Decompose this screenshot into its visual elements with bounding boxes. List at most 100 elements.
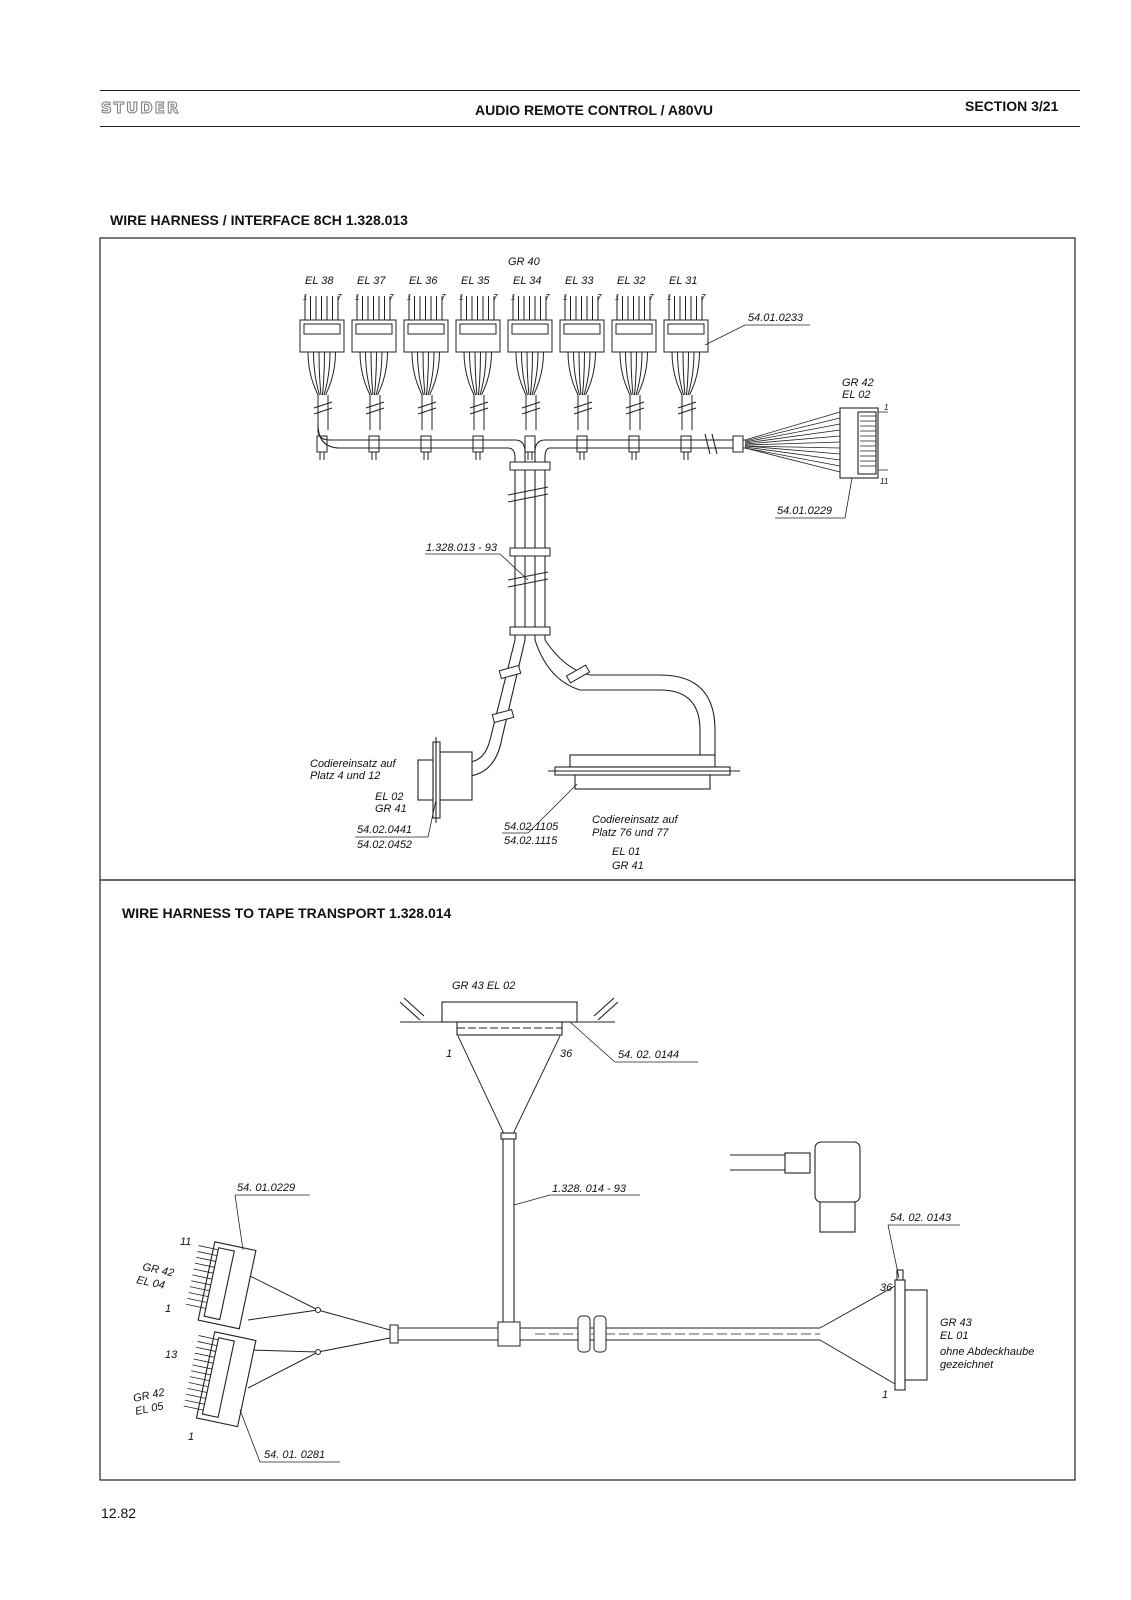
top-part: 54. 02. 0144 [618,1049,679,1061]
connector-label: EL 32 [617,275,646,287]
top-fanout [457,1035,561,1137]
connector-label: EL 37 [357,275,386,287]
diagram2-title: WIRE HARNESS TO TAPE TRANSPORT 1.328.014 [122,905,452,921]
pin-first-label: 1 [511,293,515,302]
connector-label: EL 33 [565,275,594,287]
main-cable-clamps [389,1315,607,1353]
harness-split [469,639,716,777]
right-note1: ohne Abdeckhaube [940,1346,1034,1358]
pin-last-label: 7 [649,293,654,302]
right-part: 54. 02. 0143 [890,1212,952,1224]
cable2-leader [513,1194,640,1206]
gr42-pin1: 1 [884,403,888,412]
left-top-pins [186,1245,219,1309]
cable1-label: 1.328.013 - 93 [426,542,498,554]
right-el01: EL 01 [940,1330,969,1342]
pin-first-label: 1 [563,293,567,302]
gr42-part: 54.01.0229 [777,505,832,517]
gr42-part-leader [775,477,853,519]
pin-last-label: 7 [545,293,550,302]
connector-label: EL 38 [305,275,334,287]
connector-1 [299,296,345,460]
gr42-pin11: 11 [880,477,888,486]
gr42-pins [860,411,888,471]
cod1-line1: Codiereinsatz auf [310,758,397,770]
connector-part-leader [704,324,810,346]
conn-b-leader [502,783,578,834]
connector-label: EL 35 [461,275,490,287]
section-number: SECTION 3/21 [965,98,1059,114]
right-gr43: GR 43 [940,1317,973,1329]
connector-6 [559,296,605,460]
left-bottom-pin1: 1 [188,1431,194,1443]
header-top-rule [100,90,1080,91]
right-pin1: 1 [882,1389,888,1401]
connector-7 [611,296,657,460]
gr42-connector [839,407,879,479]
cod2-line1: Codiereinsatz auf [592,814,679,826]
cod1-line2: Platz 4 und 12 [310,770,380,782]
left-top-part: 54. 01.0229 [237,1182,295,1194]
conn-b-el01: EL 01 [612,846,641,858]
left-bottom-pins [183,1335,219,1411]
angled-plug-sketch [730,1141,861,1233]
pin-first-label: 1 [303,293,307,302]
top-pin1: 1 [446,1048,452,1060]
connector-part: 54.01.0233 [748,312,804,324]
left-connector-top [197,1241,257,1330]
pin-last-label: 7 [701,293,706,302]
connector-label: EL 36 [409,275,438,287]
left-top-pin11: 11 [180,1236,191,1248]
connector-label: EL 31 [669,275,698,287]
gr42-fanout [744,411,841,473]
conn-a-part1: 54.02.0441 [357,824,412,836]
top-pin36: 36 [560,1048,573,1060]
pin-first-label: 1 [407,293,411,302]
pin-last-label: 7 [389,293,394,302]
left-connector-bottom [195,1331,257,1428]
pin-first-label: 1 [667,293,671,302]
connector-a [417,737,473,823]
split-clamps [491,664,591,724]
left-bottom-pin13: 13 [165,1349,178,1361]
right-fanout [819,1285,896,1385]
diagram2-frame [99,879,1076,1481]
right-part-leader [887,1224,960,1279]
cod2-line2: Platz 76 und 77 [592,827,669,839]
cable1-leader [425,553,529,581]
footer-date: 12.82 [101,1505,137,1521]
left-top-pin1: 1 [165,1303,171,1315]
connector-label: EL 34 [513,275,542,287]
left-split [247,1274,391,1389]
trunk-clamps [509,435,744,636]
right-pin36: 36 [880,1282,893,1294]
pin-first-label: 1 [615,293,619,302]
pin-first-label: 1 [355,293,359,302]
connector-b [548,754,740,790]
left-bottom-part-leader [239,1409,340,1463]
connector-4 [455,296,501,460]
conn-b-part2: 54.02.1115 [504,835,558,847]
left-bottom-el05: EL 05 [134,1400,165,1418]
conn-a-part2: 54.02.0452 [357,839,412,851]
harness-bus [317,423,745,640]
document-title: AUDIO REMOTE CONTROL / A80VU [475,102,714,118]
conn-a-el02: EL 02 [375,791,404,803]
conn-a-leader [355,799,437,838]
connector-3 [403,296,449,460]
vertical-cable [500,1132,517,1325]
top-part-leader [569,1021,698,1063]
cable2-label: 1.328. 014 - 93 [552,1183,627,1195]
conn-b-gr41: GR 41 [612,860,644,872]
top-connector-label: GR 43 EL 02 [452,980,515,992]
left-top-el04: EL 04 [135,1274,165,1292]
pin-last-label: 7 [597,293,602,302]
header-bottom-rule [100,126,1080,127]
left-bottom-part: 54. 01. 0281 [264,1449,325,1461]
diagram1-title: WIRE HARNESS / INTERFACE 8CH 1.328.013 [110,212,408,228]
conn-b-part1: 54.02.1105 [504,821,559,833]
connector-8 [663,296,709,460]
top-connector [399,997,619,1036]
